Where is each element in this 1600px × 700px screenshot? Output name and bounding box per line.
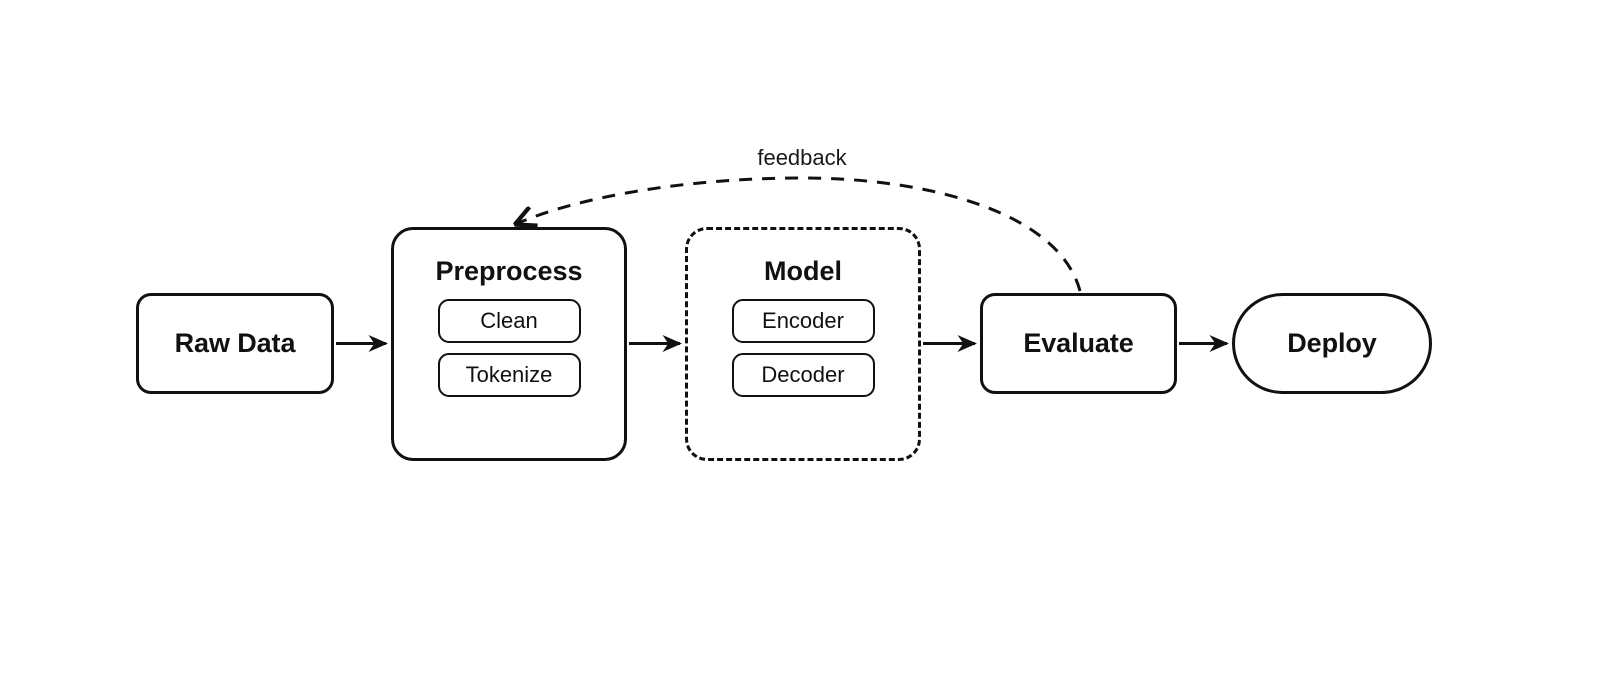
node-model-label: Model — [764, 256, 842, 286]
node-model-children: Encoder Decoder — [731, 299, 875, 397]
node-deploy[interactable]: Deploy — [1232, 293, 1432, 394]
node-raw-data[interactable]: Raw Data — [136, 293, 334, 394]
node-evaluate[interactable]: Evaluate — [980, 293, 1177, 394]
node-evaluate-label: Evaluate — [1023, 328, 1134, 358]
node-preprocess[interactable]: Preprocess Clean Tokenize — [391, 227, 627, 461]
node-clean[interactable]: Clean — [437, 299, 581, 343]
edge-label-feedback: feedback — [757, 145, 847, 170]
node-tokenize-label: Tokenize — [465, 362, 553, 387]
node-deploy-label: Deploy — [1287, 328, 1377, 358]
node-preprocess-label: Preprocess — [435, 256, 583, 286]
node-encoder[interactable]: Encoder — [731, 299, 875, 343]
node-model[interactable]: Model Encoder Decoder — [685, 227, 921, 461]
edge-evaluate-to-preprocess-feedback — [516, 176, 1082, 292]
node-tokenize[interactable]: Tokenize — [437, 353, 581, 397]
node-decoder-label: Decoder — [761, 362, 845, 387]
node-preprocess-children: Clean Tokenize — [437, 299, 581, 397]
node-decoder[interactable]: Decoder — [731, 353, 875, 397]
node-encoder-label: Encoder — [762, 308, 844, 333]
node-clean-label: Clean — [480, 308, 538, 333]
node-raw-data-label: Raw Data — [174, 328, 296, 358]
